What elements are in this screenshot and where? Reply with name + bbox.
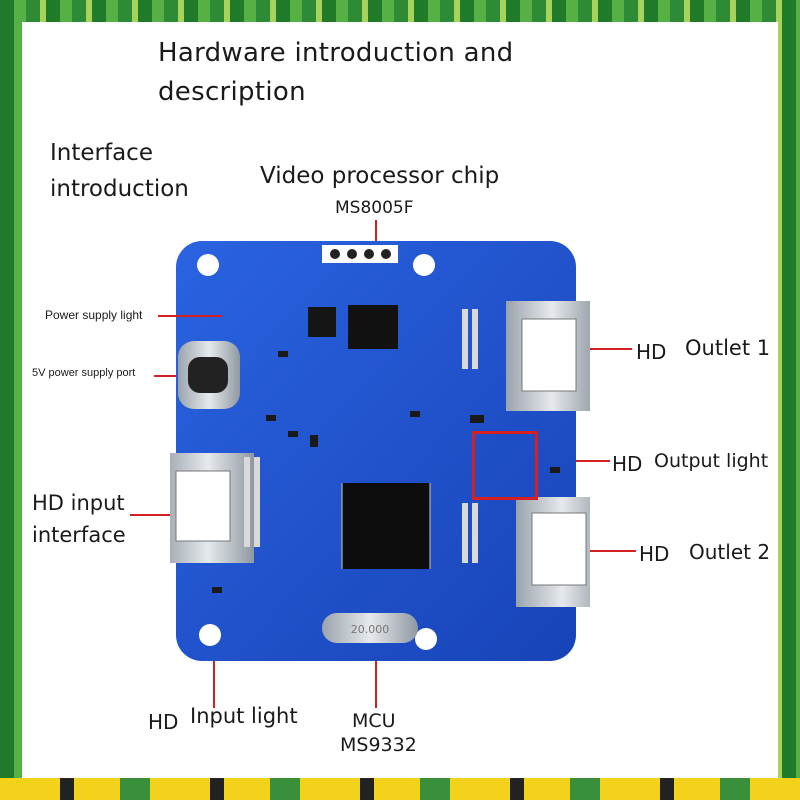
video-chip-label: Video processor chip xyxy=(260,163,500,189)
interface-line-1: Interface xyxy=(50,140,153,166)
title-line-1: Hardware introduction and xyxy=(158,38,514,68)
power-port-label: 5V power supply port xyxy=(32,367,136,379)
output-light-highlight xyxy=(472,431,538,500)
output-light-label: Output light xyxy=(654,450,769,472)
leader-line-power-light-end xyxy=(158,315,222,317)
interface-heading: Interface introduction xyxy=(50,135,189,207)
interface-line-2: introduction xyxy=(50,176,189,202)
outlet2-prefix: HD xyxy=(639,542,670,566)
hd-input-line-2: interface xyxy=(32,523,126,547)
hd-input-line-1: HD input xyxy=(32,491,125,515)
decorative-border-bottom xyxy=(0,778,800,800)
outlet1-prefix: HD xyxy=(636,340,667,364)
input-light-label: Input light xyxy=(190,704,298,728)
power-light-label: Power supply light xyxy=(45,308,143,322)
mcu-label: MCU xyxy=(352,710,396,732)
outlet1-label: Outlet 1 xyxy=(685,336,771,360)
leader-line-outlet2 xyxy=(550,550,636,552)
crystal-marking: 20.000 xyxy=(351,623,390,636)
mcu-model: MS9332 xyxy=(340,734,417,756)
video-chip-model: MS8005F xyxy=(335,198,414,218)
output-light-prefix: HD xyxy=(612,452,643,476)
hd-input-label: HD input interface xyxy=(32,487,126,551)
input-light-prefix: HD xyxy=(148,710,179,734)
title-line-2: description xyxy=(158,77,306,107)
page-title: Hardware introduction and description xyxy=(158,34,518,112)
outlet2-label: Outlet 2 xyxy=(689,540,771,564)
pcb-board-image: 20.000 xyxy=(170,241,590,661)
